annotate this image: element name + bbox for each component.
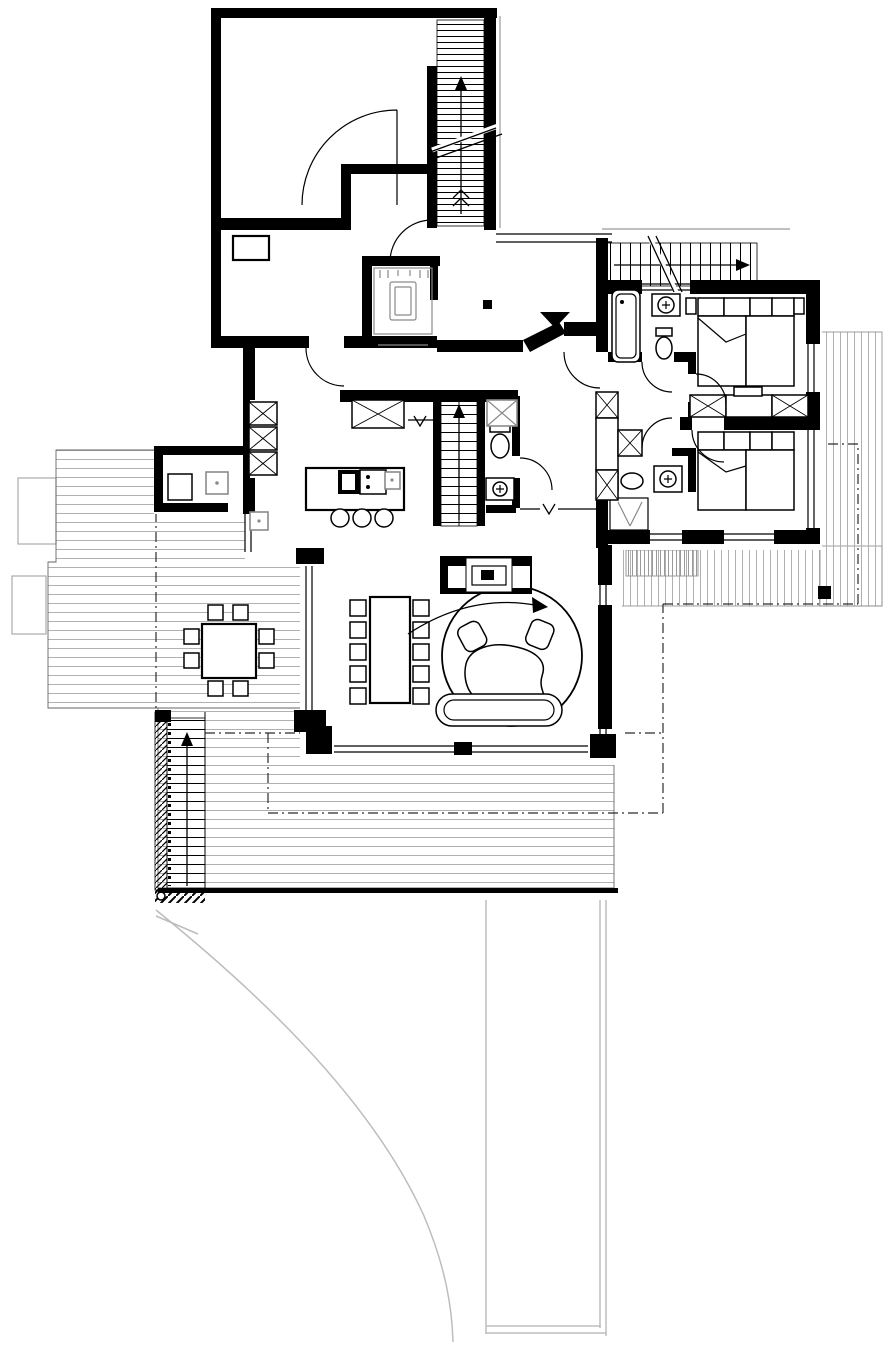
furniture (183, 297, 809, 727)
elevator (373, 267, 433, 346)
entrance-triangle (540, 312, 570, 328)
utility-room-fixtures (167, 471, 269, 531)
garage-stair (429, 19, 503, 227)
door-arc (691, 429, 725, 463)
exterior-stair-east (604, 235, 758, 294)
deck-east (819, 331, 883, 607)
driveway-tick (155, 915, 199, 935)
bathroom-central (485, 423, 515, 501)
windows (244, 16, 815, 753)
door-arc (519, 457, 553, 491)
dining-set (349, 595, 430, 705)
door-arc (563, 351, 601, 389)
door-arc (641, 361, 673, 393)
swivel-arrow (407, 601, 541, 635)
wardrobe-x-box (248, 386, 809, 501)
door-arc (641, 417, 673, 449)
central-stair (408, 395, 596, 527)
lounge-chair (524, 618, 555, 651)
doors (301, 109, 727, 491)
deck-column (818, 586, 831, 599)
storage-shelf (231, 234, 271, 262)
stairs (408, 19, 758, 527)
deck-south-edge (158, 888, 618, 893)
planter (17, 477, 57, 545)
tv-sideboard (448, 557, 530, 593)
stool (374, 508, 394, 528)
fixtures (167, 234, 683, 531)
wardrobes (248, 386, 809, 501)
bathroom-south (609, 465, 683, 531)
door-arc (389, 219, 433, 263)
outdoor-dining-set (183, 604, 275, 697)
planter (11, 575, 47, 635)
lounge-chair (457, 620, 488, 653)
double-bed-south (697, 431, 795, 511)
door-arc (305, 347, 345, 387)
driveway-curve (155, 909, 454, 1343)
bathroom-north (611, 289, 681, 363)
dining-chairs (349, 599, 430, 705)
door-arc (301, 109, 398, 206)
door-arc (695, 373, 727, 405)
footpath (485, 900, 607, 1336)
deck-steps-hatch (625, 549, 699, 577)
stool (330, 508, 350, 528)
site-layer (11, 477, 607, 1343)
double-bed-north (685, 297, 805, 387)
kitchen-island (304, 466, 406, 528)
stool (352, 508, 372, 528)
exterior-stair-southwest (154, 710, 206, 903)
sofa (435, 693, 563, 727)
